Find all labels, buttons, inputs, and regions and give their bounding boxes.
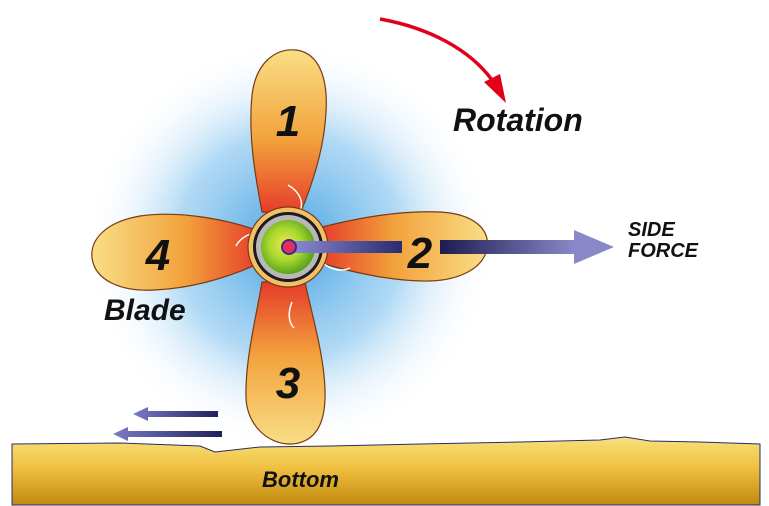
side-force-arrow-inner [292,241,402,253]
water-flow-arrows [113,407,222,441]
rotation-arrow [379,17,506,103]
rotation-label: Rotation [453,102,583,138]
blade-3-fold [288,301,295,329]
side-force-arrow [440,230,614,264]
side-force-label-line1: SIDE [628,219,675,241]
blade-3 [245,281,326,445]
blade-2-number: 2 [407,229,433,278]
blade-4 [91,213,263,291]
bottom-label: Bottom [262,467,339,492]
hub-pivot-dot [281,239,297,255]
blade-1 [250,49,327,215]
blade-3-number: 3 [276,359,300,408]
blade-label: Blade [104,294,186,327]
flow-arrow-upper [133,407,218,421]
blade-1-number: 1 [276,97,300,146]
side-force-label-line2: FORCE [628,240,699,262]
flow-arrow-lower [113,427,222,441]
blade-4-number: 4 [145,231,170,280]
seabed [11,436,761,506]
